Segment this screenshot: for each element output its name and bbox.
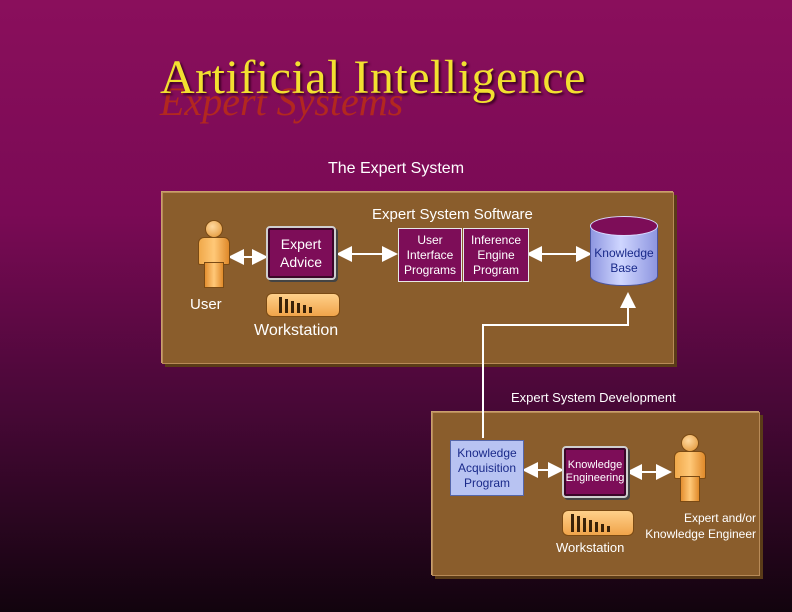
workstation-label-2: Workstation: [556, 540, 625, 555]
knowledge-base-label: Knowledge Base: [594, 246, 654, 275]
arrow-knowledge-base-development: [482, 292, 636, 412]
knowledge-engineering-text: Knowledge Engineering: [565, 459, 625, 484]
knowledge-base-database-cylinder-icon: Knowledge Base: [590, 216, 658, 292]
keyboard-icon-2: [562, 510, 634, 536]
expert-label: Expert and/or Knowledge Engineer: [645, 511, 756, 541]
expert-advice-monitor-icon: Expert Advice: [266, 226, 336, 280]
diagram-heading: The Expert System: [327, 160, 465, 177]
software-panel-label: Expert System Software: [372, 206, 533, 223]
user-label: User: [190, 296, 222, 313]
user-person-icon: [198, 220, 230, 288]
knowledge-engineering-monitor-icon: Knowledge Engineering: [562, 446, 628, 498]
knowledge-acquisition-program-box: Knowledge Acquisition Program: [450, 440, 524, 496]
expert-advice-text: Expert Advice: [279, 236, 323, 270]
inference-engine-box: Inference Engine Program: [463, 228, 529, 282]
expert-person-icon: [674, 434, 706, 502]
slide-title: Artificial Intelligence: [160, 51, 586, 104]
user-interface-programs-box: User Interface Programs: [398, 228, 462, 282]
slide-subtitle: Expert Systems: [160, 79, 404, 124]
keyboard-icon: [266, 293, 340, 317]
workstation-label: Workstation: [254, 322, 339, 339]
development-panel-label: Expert System Development: [511, 390, 676, 405]
